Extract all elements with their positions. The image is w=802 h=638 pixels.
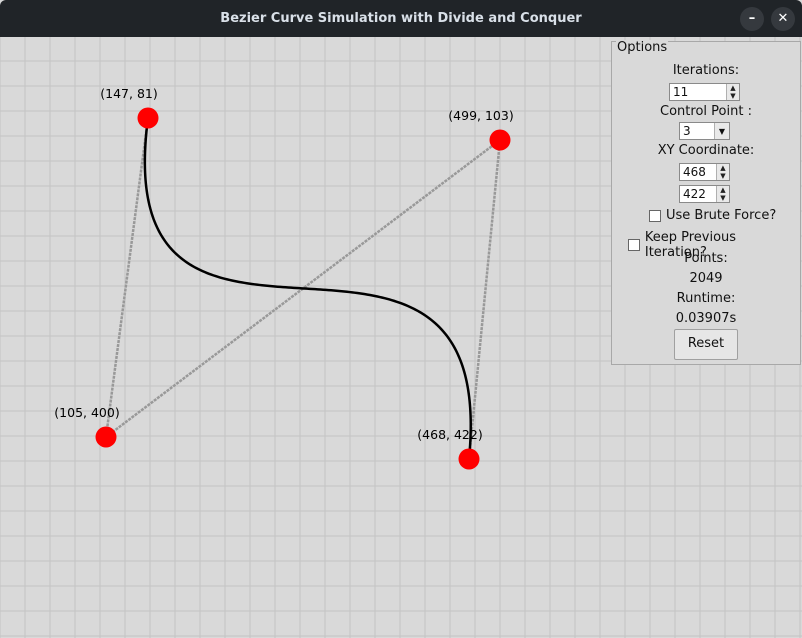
- x-value: 468: [683, 165, 706, 179]
- spin-arrows-icon[interactable]: ▲▼: [716, 164, 729, 180]
- runtime-label: Runtime:: [676, 291, 736, 306]
- control-point-3[interactable]: [489, 129, 511, 151]
- control-point-2[interactable]: [95, 426, 117, 448]
- spin-arrows-icon[interactable]: ▲▼: [716, 186, 729, 202]
- control-polygon-segment: [104, 117, 150, 438]
- iterations-value: 11: [673, 85, 689, 99]
- brute-force-checkbox[interactable]: Use Brute Force?: [649, 208, 776, 223]
- control-points: (147, 81) (105, 400) (499, 103) (468, 422): [54, 86, 514, 470]
- y-coordinate-spinbox[interactable]: 422 ▲▼: [679, 185, 730, 203]
- control-point-select[interactable]: 3 ▼: [679, 122, 730, 140]
- iterations-spinbox[interactable]: 11 ▲▼: [669, 83, 740, 101]
- title-bar: Bezier Curve Simulation with Divide and …: [0, 0, 802, 37]
- spin-arrows-icon[interactable]: ▲▼: [726, 84, 739, 100]
- reset-button[interactable]: Reset: [674, 329, 738, 360]
- options-panel: Options Iterations: 11 ▲▼ Control Point …: [611, 40, 801, 365]
- checkbox-icon[interactable]: [649, 209, 661, 222]
- x-coordinate-spinbox[interactable]: 468 ▲▼: [679, 163, 730, 181]
- minimize-button[interactable]: –: [740, 7, 764, 31]
- close-button[interactable]: ✕: [771, 7, 795, 31]
- runtime-value: 0.03907s: [675, 311, 737, 326]
- control-point-4[interactable]: [458, 448, 480, 470]
- minimize-icon: –: [748, 11, 756, 26]
- control-point-value: 3: [683, 124, 691, 138]
- control-point-label: (105, 400): [54, 405, 119, 420]
- checkbox-icon[interactable]: [628, 239, 640, 251]
- control-point-label: Control Point :: [660, 104, 752, 119]
- control-point-label: (468, 422): [417, 427, 482, 442]
- chevron-down-icon[interactable]: ▼: [714, 123, 729, 139]
- control-point-label: (147, 81): [100, 86, 157, 101]
- iterations-label: Iterations:: [672, 63, 740, 78]
- keep-previous-checkbox[interactable]: Keep Previous Iteration?: [628, 230, 800, 260]
- close-icon: ✕: [777, 11, 789, 26]
- window-title: Bezier Curve Simulation with Divide and …: [220, 11, 582, 26]
- control-point-1[interactable]: [137, 107, 159, 129]
- bezier-curve: [143, 117, 472, 460]
- xy-coordinate-label: XY Coordinate:: [657, 143, 755, 158]
- control-point-label: (499, 103): [448, 108, 513, 123]
- control-polygon-segment: [467, 139, 502, 460]
- points-label: Points:: [684, 251, 728, 266]
- y-value: 422: [683, 187, 706, 201]
- options-legend: Options: [616, 40, 669, 55]
- brute-force-label: Use Brute Force?: [666, 208, 777, 223]
- points-value: 2049: [689, 271, 723, 286]
- keep-previous-label: Keep Previous Iteration?: [644, 230, 737, 260]
